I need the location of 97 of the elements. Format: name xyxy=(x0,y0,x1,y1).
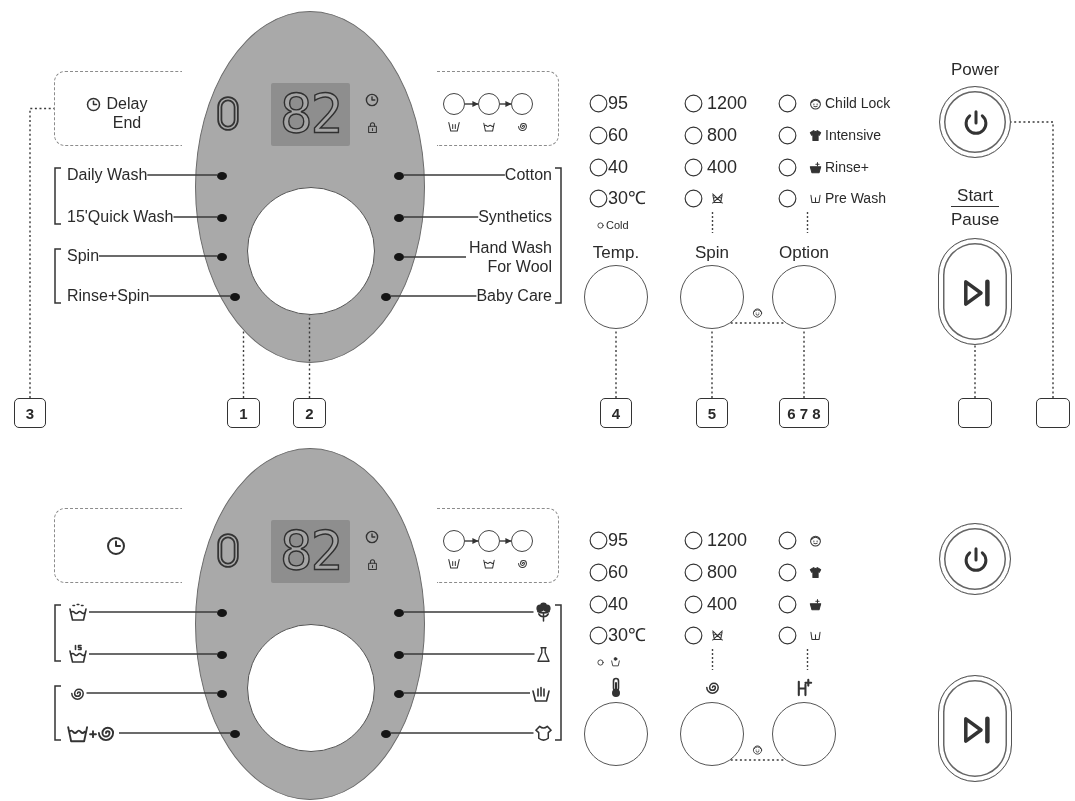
callout-number: 1 xyxy=(227,398,260,428)
flask-icon xyxy=(534,644,552,664)
button-label: Power xyxy=(950,60,1000,80)
leader-line xyxy=(88,611,218,613)
indicator-dot-icon xyxy=(217,651,227,659)
leader-line xyxy=(172,216,218,218)
callout-box xyxy=(958,398,992,428)
value-label: 800 xyxy=(707,124,738,146)
program-label: Spin xyxy=(67,246,100,266)
tub-icon xyxy=(67,644,89,664)
value-label: 95 xyxy=(608,529,629,551)
indicator-dot-icon xyxy=(394,690,404,698)
value-label: 1200 xyxy=(707,529,748,551)
value-label: 400 xyxy=(707,156,738,178)
arrow xyxy=(464,538,479,544)
program-label: Cotton xyxy=(504,165,552,185)
indicator-dot-icon xyxy=(230,730,240,738)
indicator-circle-icon xyxy=(511,93,533,115)
indicator-dot-icon xyxy=(394,172,404,180)
indicator-dot-icon xyxy=(217,690,227,698)
callout-number: 3 xyxy=(14,398,46,428)
panel-label: Delay End xyxy=(105,94,149,132)
indicator-dot-icon xyxy=(381,730,391,738)
button-label: Pause xyxy=(950,210,1000,230)
value-label: 40 xyxy=(608,593,629,615)
indicator-dot-icon xyxy=(394,214,404,222)
dashed-panel xyxy=(437,508,559,583)
button-label: Start xyxy=(951,186,999,207)
dotted-line xyxy=(730,759,786,761)
bodysuit-icon xyxy=(533,723,553,743)
button-label: Option xyxy=(778,243,830,263)
button-label: Temp. xyxy=(592,243,640,263)
program-label: 15'Quick Wash xyxy=(67,207,174,227)
indicator-dot-icon xyxy=(394,253,404,261)
indicator-dot-icon xyxy=(230,293,240,301)
callout-number: 4 xyxy=(600,398,632,428)
leader-line xyxy=(242,329,245,399)
callout-number: 6 7 8 xyxy=(779,398,829,428)
dashed-panel xyxy=(54,71,182,146)
option-label: Pre Wash xyxy=(825,189,886,207)
leader-line xyxy=(1010,121,1054,399)
value-label: Cold xyxy=(606,218,629,232)
value-label: 40 xyxy=(608,156,629,178)
leader-line xyxy=(403,216,479,218)
lcd-display: 82 xyxy=(271,520,350,583)
leader-line xyxy=(85,692,218,694)
option-label: Intensive xyxy=(825,126,882,144)
indicator-circle-icon xyxy=(478,93,500,115)
flower-icon xyxy=(533,602,553,622)
leader-line xyxy=(403,653,536,655)
dashed-panel xyxy=(437,71,559,146)
button-label: Spin xyxy=(695,243,729,263)
arrow xyxy=(464,101,479,107)
leader-line xyxy=(403,256,467,258)
value-label: 1200 xyxy=(707,92,748,114)
program-label: Synthetics xyxy=(478,207,552,227)
value-label: 30℃ xyxy=(608,187,647,209)
option-label: Child Lock xyxy=(825,94,891,112)
option-label: Rinse+ xyxy=(825,158,869,176)
program-label: Hand Wash For Wool xyxy=(466,238,552,276)
indicator-circle-icon xyxy=(443,93,465,115)
program-label: Rinse+Spin xyxy=(67,286,150,306)
indicator-dot-icon xyxy=(381,293,391,301)
leader-line xyxy=(403,692,531,694)
program-label: Daily Wash xyxy=(67,165,148,185)
value-label: 60 xyxy=(608,124,629,146)
indicator-dot-icon xyxy=(217,172,227,180)
callout-number: 5 xyxy=(696,398,728,428)
leader-line xyxy=(403,174,506,176)
callout-box xyxy=(1036,398,1070,428)
value-label: 60 xyxy=(608,561,629,583)
dotted-line xyxy=(730,322,786,324)
indicator-circle-icon xyxy=(443,530,465,552)
leader-line xyxy=(974,344,976,399)
indicator-circle-icon xyxy=(511,530,533,552)
leader-line xyxy=(88,653,218,655)
dashed-panel xyxy=(54,508,182,583)
value-label: 400 xyxy=(707,593,738,615)
leader-line xyxy=(403,611,535,613)
indicator-dot-icon xyxy=(394,609,404,617)
value-label: 95 xyxy=(608,92,629,114)
arrow xyxy=(499,101,512,107)
leader-line xyxy=(98,255,218,257)
arrow xyxy=(499,538,512,544)
indicator-dot-icon xyxy=(217,253,227,261)
value-label: 800 xyxy=(707,561,738,583)
indicator-dot-icon xyxy=(217,609,227,617)
indicator-dot-icon xyxy=(394,651,404,659)
leader-line xyxy=(29,107,55,399)
tub-icon xyxy=(67,602,89,622)
value-label: 30℃ xyxy=(608,624,647,646)
lcd-display: 82 xyxy=(271,83,350,146)
indicator-dot-icon xyxy=(217,214,227,222)
callout-number: 2 xyxy=(293,398,326,428)
program-label: Baby Care xyxy=(476,286,552,306)
leader-line xyxy=(146,174,218,176)
indicator-circle-icon xyxy=(478,530,500,552)
